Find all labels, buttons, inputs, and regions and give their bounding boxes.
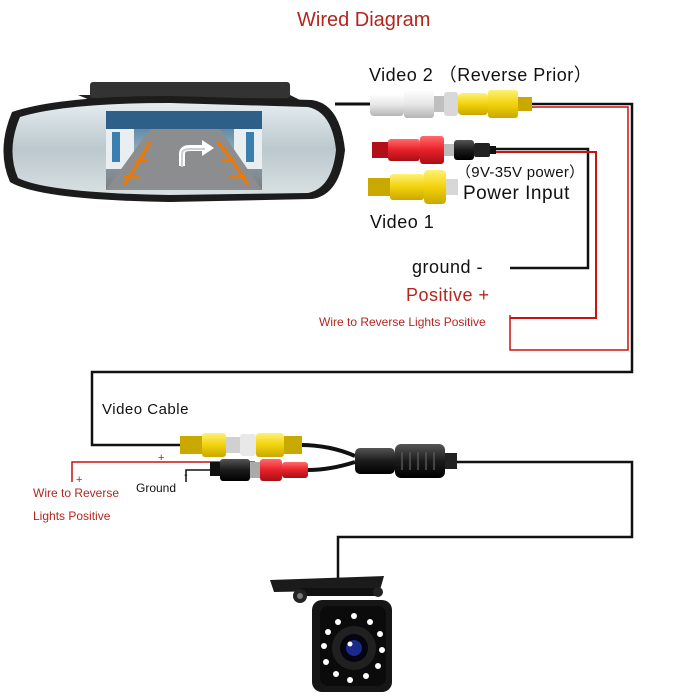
power-red-wire [490,151,597,319]
mirror-monitor-icon [3,82,345,202]
video2-wire-red-edge [509,106,629,351]
camera-ground-label: Ground [136,481,177,495]
video1-label: Video 1 [370,212,435,232]
video2-connector-icon [370,90,532,118]
ground-label: ground - [412,257,484,277]
camera-wires [71,443,634,580]
camera-red-wire [71,461,255,482]
power-black-wire [490,147,590,270]
video-cable-label: Video Cable [102,401,189,418]
camera-reverse-label-line1: Wire to Reverse [33,486,120,500]
mirror-screen [106,111,262,190]
reverse-lights-label: Wire to Reverse Lights Positive [319,315,486,329]
camera-trunk [336,460,634,580]
video2-label: Video 2 （Reverse Prior） [369,65,593,85]
power-input-label: Power Input [463,183,570,204]
camera-ground-wire [185,469,210,482]
reverse-plus-sign: + [76,474,83,486]
camera-plus-sign: + [158,452,165,464]
video-cable-connector-icon [180,433,302,457]
cable-junction-icon [355,444,457,478]
power-spec-label: （9V-35V power） [456,164,585,181]
camera-reverse-label-line2: Lights Positive [33,509,111,523]
camera-minus-sign: - [184,469,188,481]
diagram-title: Wired Diagram [297,9,431,31]
camera-power-connector-icon [210,459,308,481]
positive-label: Positive + [406,285,490,305]
backup-camera-icon [270,576,392,692]
power-connector-icon [372,136,496,164]
video2-wire [90,102,634,447]
video1-connector-icon [368,170,458,204]
mirror-wires [90,102,634,447]
